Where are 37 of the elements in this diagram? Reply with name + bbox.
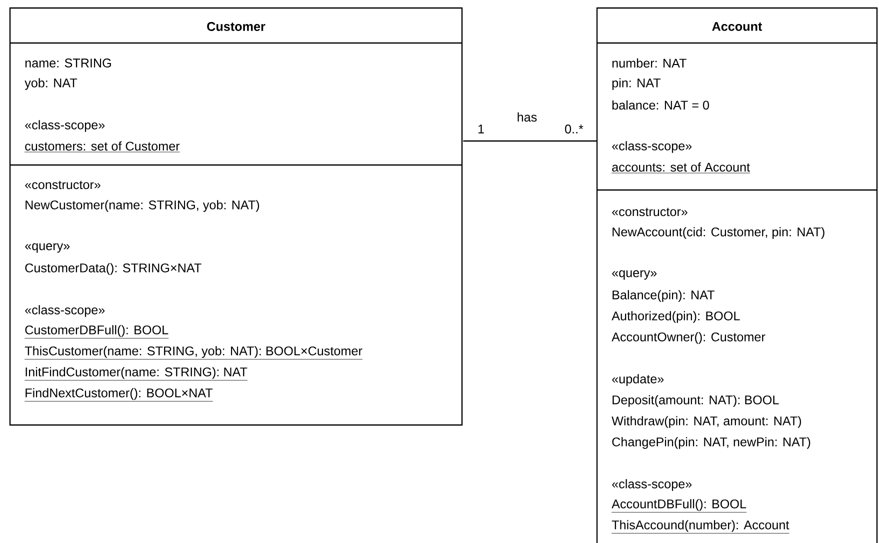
multiplicity: 1 <box>478 124 484 134</box>
multiplicity: 0..* <box>565 124 584 134</box>
stereotype: «class-scope» <box>612 141 692 153</box>
member-text: Withdraw(pin: NAT, amount: NAT) <box>612 416 802 428</box>
member-text: NewCustomer(name: STRING, yob: NAT) <box>26 200 260 212</box>
stereotype: «query» <box>612 270 657 280</box>
member-text: balance: NAT = 0 <box>612 100 710 110</box>
class-name: Account <box>712 22 762 31</box>
member-text: NewAccount(cid: Customer, pin: NAT) <box>612 227 824 239</box>
class-scope-member: FindNextCustomer(): BOOL×NAT <box>24 388 214 402</box>
class-scope-member: customers: set of Customer <box>24 141 180 152</box>
class-name: Customer <box>207 22 266 31</box>
class-scope-member: InitFindCustomer(name: STRING): NAT <box>24 367 248 380</box>
stereotype: «class-scope» <box>25 120 105 132</box>
class-scope-member: AccountDBFull(): BOOL <box>611 499 747 512</box>
member-text: number: NAT <box>612 58 686 68</box>
member-text: ChangePin(pin: NAT, newPin: NAT) <box>612 437 810 449</box>
stereotype: «constructor» <box>612 208 688 216</box>
member-text: pin: NAT <box>612 78 661 90</box>
class-scope-member: ThisAccound(number): Account <box>611 520 790 534</box>
member-text: yob: NAT <box>24 78 78 90</box>
stereotype: «query» <box>25 243 70 253</box>
member-text: AccountOwner(): Customer <box>612 332 766 344</box>
class-scope-member: CustomerDBFull(): BOOL <box>24 325 169 338</box>
member-text: Balance(pin): NAT <box>612 290 714 302</box>
stereotype: «class-scope» <box>612 479 692 491</box>
member-text: name: STRING <box>25 58 111 68</box>
association-line <box>463 140 597 142</box>
stereotype: «class-scope» <box>25 305 105 317</box>
stereotype: «constructor» <box>25 180 100 190</box>
member-text: CustomerData(): STRING×NAT <box>25 263 202 275</box>
member-text: Deposit(amount: NAT): BOOL <box>612 395 779 407</box>
stereotype: «update» <box>612 374 664 386</box>
member-text: Authorized(pin): BOOL <box>612 311 740 323</box>
class-scope-member: ThisCustomer(name: STRING, yob: NAT): BOOL×Customer <box>24 346 363 360</box>
class-scope-member: accounts: set of Account <box>611 162 750 174</box>
association-name: has <box>518 112 537 122</box>
